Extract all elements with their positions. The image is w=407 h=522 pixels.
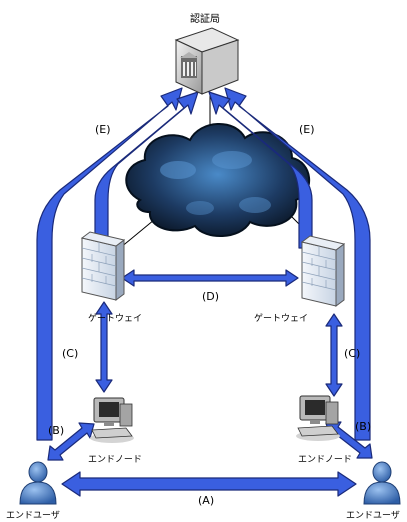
conn-label-a: (A) [198, 494, 215, 507]
user-icon [363, 461, 401, 505]
conn-label-d: (D) [202, 290, 220, 303]
conn-label-b-left: (B) [48, 424, 65, 437]
gateway-label-right: ゲートウェイ [254, 314, 309, 324]
conn-label-c-left: (C) [62, 347, 79, 360]
end-node-label-left: エンドノード [88, 455, 142, 465]
end-node-label-right: エンドノード [298, 455, 352, 465]
conn-label-b-right: (B) [355, 420, 372, 433]
user-icon [19, 461, 57, 505]
arrow-d [121, 269, 299, 287]
computer-icon [296, 395, 340, 441]
end-user-label-right: エンドユーザ [346, 511, 400, 521]
conn-label-c-right: (C) [344, 347, 361, 360]
arrow-e-left-inner [94, 91, 199, 249]
cloud-icon [125, 123, 311, 238]
arrow-b-left [47, 422, 95, 461]
arrow-e-right-inner [208, 91, 313, 249]
cert-authority-label: 認証局 [190, 14, 220, 25]
arrow-a [61, 471, 357, 497]
conn-label-e-right: (E) [299, 123, 315, 136]
gateway-label-left: ゲートウェイ [88, 314, 143, 324]
arrow-c-right [325, 313, 343, 397]
conn-label-e-left: (E) [95, 123, 111, 136]
end-user-label-left: エンドユーザ [6, 511, 60, 521]
server-icon [174, 27, 240, 95]
firewall-icon [300, 235, 346, 307]
firewall-icon [80, 231, 126, 301]
computer-icon [90, 397, 134, 443]
arrow-c-left [95, 301, 113, 393]
